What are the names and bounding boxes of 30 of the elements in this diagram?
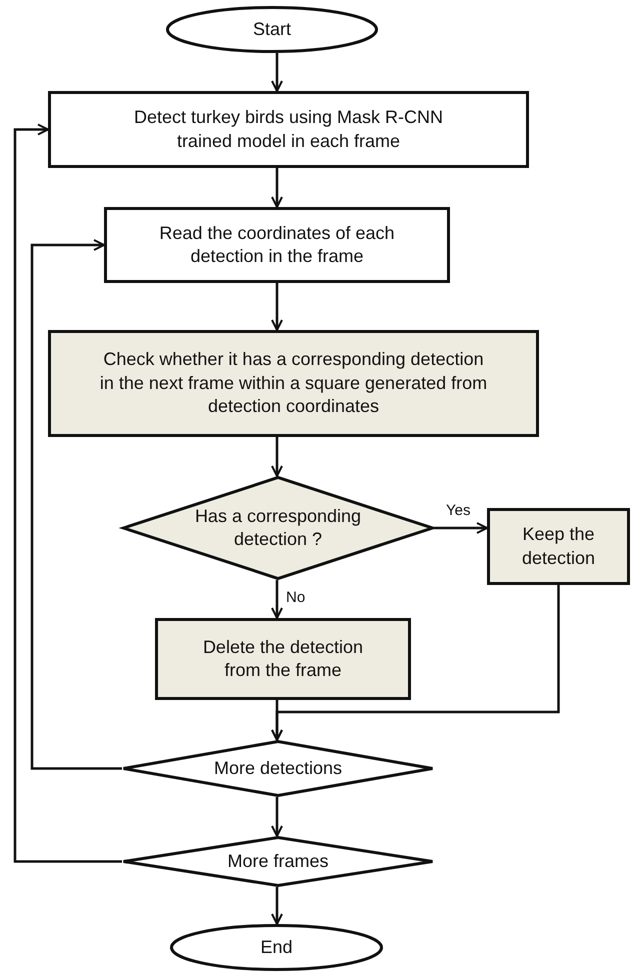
arrow: [271, 437, 283, 477]
decision-diamond: [122, 836, 434, 887]
arrow: [271, 887, 283, 925]
node-text: Keep the detection: [520, 523, 596, 570]
process-box: [48, 91, 529, 168]
node-text: End: [260, 936, 293, 959]
arrow: [30, 239, 122, 770]
arrow: [271, 283, 283, 331]
arrow: [271, 797, 283, 837]
node-text: Check whether it has a corresponding detection in the next frame within a square generated from detection coordinates: [98, 348, 488, 418]
node-text: Delete the detection from the frame: [202, 636, 364, 682]
process-box: [155, 618, 411, 700]
process-box: [104, 207, 450, 283]
arrow: [14, 124, 122, 863]
arrow: [271, 168, 283, 208]
arrow: [271, 580, 283, 619]
node-text: Detect turkey birds using Mask R-CNN trained model in each frame: [132, 106, 444, 152]
node-text: More detections: [214, 756, 342, 780]
arrow: [434, 522, 488, 534]
arrow: [271, 585, 560, 741]
node-text: More frames: [227, 850, 329, 873]
decision-diamond: [122, 740, 434, 797]
node-text: Read the coordinates of each detection in the frame: [158, 222, 396, 268]
terminal-ellipse: [166, 6, 378, 53]
node-text: Has a corresponding detection ?: [194, 504, 362, 551]
terminal-ellipse: [170, 924, 383, 971]
node-text: Start: [252, 18, 291, 41]
process-box: [48, 330, 539, 437]
arrow: [271, 53, 283, 92]
process-box: [487, 508, 630, 585]
